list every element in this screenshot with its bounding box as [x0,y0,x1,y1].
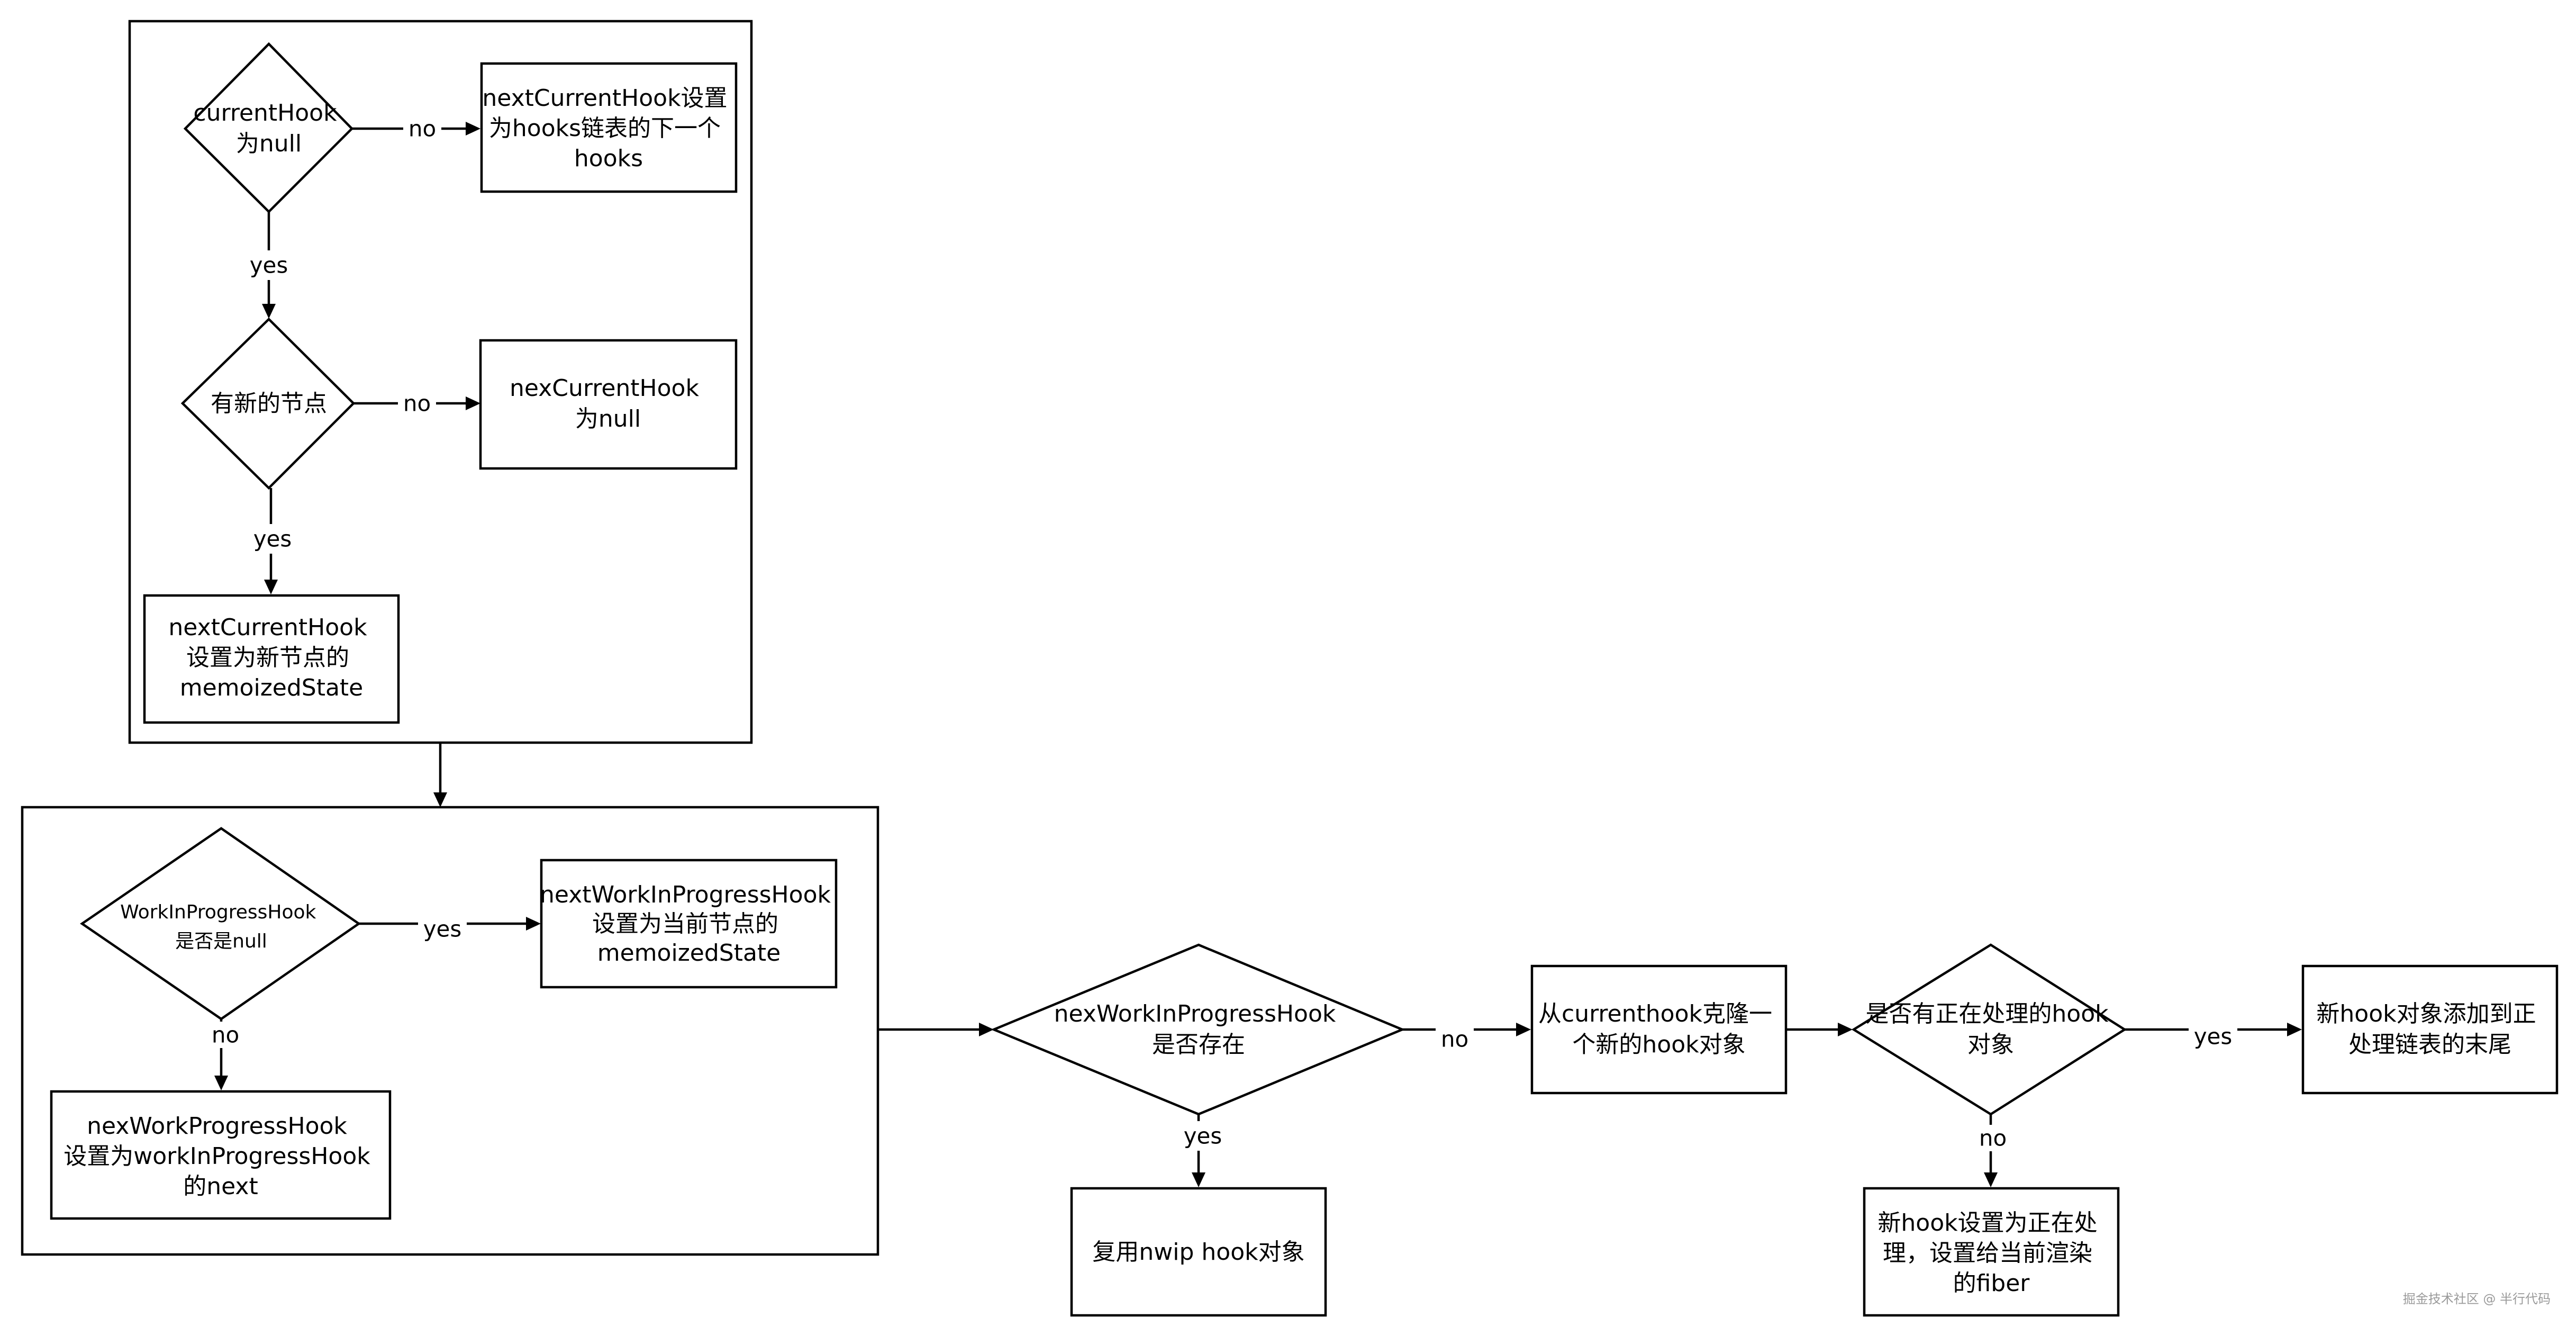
edge-label-e10: no [1974,1125,2012,1151]
svg-text:yes: yes [253,526,292,552]
svg-text:nexWorkProgressHook 设置为w: nexWorkProgressHook 设置为workInProgressHoo… [64,1113,378,1200]
node-n3-decision: 有新的节点 [180,317,356,490]
node-n13-process: 新hook对象添加到正 处理链表的末尾 [2301,964,2559,1095]
edge-label-e8: no [1436,1026,1474,1052]
svg-text:no: no [1441,1026,1468,1052]
svg-text:yes: yes [250,252,288,278]
svg-text:yes: yes [423,916,462,942]
svg-text:有新的节点: 有新的节点 [211,390,327,417]
edge-group2-n9 [878,1023,994,1036]
node-n5-process: nextCurrentHook 设置为新节点的 memoizedState [143,594,400,724]
node-n10-process: 复用nwip hook对象 [1070,1187,1327,1317]
node-n8-process: nexWorkProgressHook 设置为workInProgressHoo… [50,1090,392,1220]
node-n6-decision: WorkInProgressHook 是否是null [80,827,361,1021]
edge-label-e3: no [398,390,436,417]
svg-text:no: no [212,1022,239,1048]
svg-text:从currenthook克隆一 个新的hook对: 从currenthook克隆一 个新的hook对象 [1538,1000,1780,1058]
edge-label-e4: yes [248,524,297,554]
edge-group1-group2 [433,743,447,807]
node-n2-process: nextCurrentHook设置 为hooks链表的下一个 hooks [480,62,738,193]
svg-text:no: no [1979,1125,2007,1151]
edge-label-e9: yes [2189,1022,2237,1051]
svg-text:no: no [403,391,431,417]
node-n11-process: 从currenthook克隆一 个新的hook对象 [1530,964,1788,1095]
svg-text:复用nwip hook对象: 复用nwip hook对象 [1092,1239,1304,1266]
svg-text:nextCurrentHook 设置为新节点的: nextCurrentHook 设置为新节点的 memoizedState [168,614,374,701]
node-n9-decision: nexWorkInProgressHook 是否存在 [991,943,1405,1116]
svg-text:nexCurrentHook 为null: nexCurrentHook 为null [510,375,706,432]
svg-text:是否有正在处理的hook 对象: 是否有正在处理的hook 对象 [1865,1000,2116,1058]
edge-label-e1: no [403,115,441,142]
svg-text:yes: yes [1184,1123,1222,1149]
svg-text:nextCurrentHook设置 为hooks: nextCurrentHook设置 为hooks链表的下一个 hooks [482,85,734,172]
svg-text:新hook对象添加到正 处理链表的末尾: 新hook对象添加到正 处理链表的末尾 [2316,1000,2543,1058]
edge-label-e2: yes [244,250,293,280]
node-n4-process: nexCurrentHook 为null [479,339,738,470]
svg-text:nextWorkInProgressHook 设: nextWorkInProgressHook 设置为当前节点的 memoized… [540,881,838,967]
svg-text:currentHook 为null: currentHook 为null [193,100,344,157]
edge-label-e6: no [206,1022,244,1048]
watermark: 掘金技术社区 @ 半行代码 [2403,1292,2551,1306]
svg-text:nexWorkInProgressHook 是否: nexWorkInProgressHook 是否存在 [1054,1000,1344,1058]
group-work-in-progress-hook [21,806,879,1256]
node-n1-decision: currentHook 为null [183,42,354,214]
svg-text:yes: yes [2194,1024,2233,1050]
svg-text:no: no [409,116,436,142]
edge-n11-n12 [1786,1023,1853,1036]
edge-label-e5: yes [418,914,467,944]
node-n12-decision: 是否有正在处理的hook 对象 [1851,943,2127,1116]
svg-text:新hook设置为正在处 理，设置给当前渲染: 新hook设置为正在处 理，设置给当前渲染 的fiber [1877,1209,2105,1297]
node-n7-process: nextWorkInProgressHook 设置为当前节点的 memoized… [540,859,838,989]
node-n14-process: 新hook设置为正在处 理，设置给当前渲染 的fiber [1863,1187,2120,1317]
edge-label-e7: yes [1178,1121,1227,1151]
svg-text:WorkInProgressHook 是否是nu: WorkInProgressHook 是否是null [120,901,322,952]
